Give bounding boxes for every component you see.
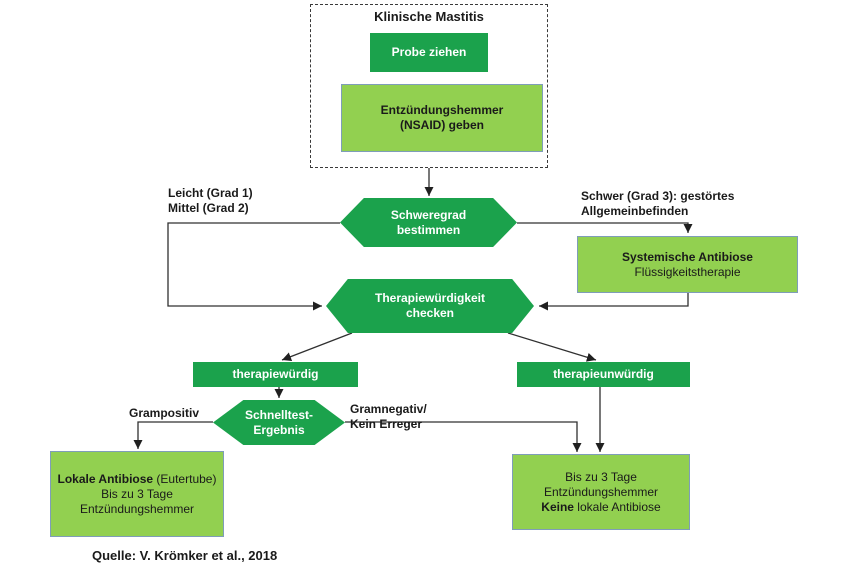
node-label-line2: Bis zu 3 Tage: [101, 486, 173, 501]
branch-label-line2: Kein Erreger: [350, 417, 423, 431]
decision-therapiewuerdigkeit: Therapiewürdigkeit checken: [326, 279, 534, 333]
diagram-title: Klinische Mastitis: [374, 9, 484, 24]
node-label-line1: Systemische Antibiose: [622, 249, 753, 264]
branch-label-line2: Allgemeinbefinden: [581, 204, 689, 218]
node-label-line2: (NSAID) geben: [400, 118, 484, 132]
branch-label-severe: Schwer (Grad 3): gestörtes Allgemeinbefi…: [581, 189, 734, 219]
decision-label-line2: Ergebnis: [253, 422, 305, 437]
arrow-systemisch-to-therapiewuerdigkeit: [539, 293, 689, 311]
arrow-grampositiv-to-lokal: [133, 421, 213, 449]
node-label-line3: Entzündungshemmer: [79, 501, 195, 516]
decision-label-line1: Schweregrad: [390, 207, 467, 222]
node-systemische-antibiose: Systemische Antibiose Flüssigkeitstherap…: [577, 236, 798, 293]
node-label-line2: Flüssigkeitstherapie: [634, 264, 741, 279]
branch-label-line1: Leicht (Grad 1): [168, 186, 253, 200]
decision-label-line1: Schnelltest-: [244, 407, 313, 422]
decision-schweregrad: Schweregrad bestimmen: [340, 198, 517, 247]
node-label-rest: lokale Antibiose: [573, 499, 661, 514]
node-label-bold: Lokale Antibiose: [57, 471, 154, 486]
node-label: therapieunwürdig: [553, 367, 654, 381]
node-nsaid: Entzündungshemmer (NSAID) geben: [341, 84, 543, 152]
decision-label-line1: Therapiewürdigkeit: [374, 291, 486, 305]
node-label-line3: Keine lokale Antibiose: [541, 500, 660, 515]
arrow-to-therapieunwuerdig: [507, 332, 597, 362]
branch-label-gramnegativ: Gramnegativ/ Kein Erreger: [350, 402, 427, 432]
node-lokale-antibiose: Lokale Antibiose (Eutertube) Bis zu 3 Ta…: [50, 451, 224, 537]
branch-label-line2: Mittel (Grad 2): [168, 201, 249, 215]
node-label-rest: (Eutertube): [153, 471, 217, 486]
arrow-mild-to-therapiewuerdigkeit: [167, 222, 340, 311]
node-label: Probe ziehen: [391, 45, 467, 59]
arrow-to-therapiewuerdig: [281, 332, 353, 361]
node-keine-lokale-antibiose: Bis zu 3 Tage Entzündungshemmer Keine lo…: [512, 454, 690, 530]
decision-label-line2: checken: [405, 306, 455, 320]
branch-label-line1: Schwer (Grad 3): gestörtes: [581, 189, 735, 203]
node-label-line2: Entzündungshemmer: [543, 484, 659, 499]
branch-label-grampositiv: Grampositiv: [129, 406, 200, 420]
node-label: therapiewürdig: [232, 367, 319, 381]
decision-label-line2: bestimmen: [396, 222, 461, 237]
node-label-line1: Lokale Antibiose (Eutertube): [58, 472, 217, 487]
node-probe-ziehen: Probe ziehen: [370, 33, 488, 72]
source-citation: Quelle: V. Krömker et al., 2018: [92, 548, 278, 563]
branch-label-mild: Leicht (Grad 1) Mittel (Grad 2): [168, 186, 253, 216]
start-group-box: [310, 4, 548, 168]
branch-label-line1: Gramnegativ/: [350, 402, 427, 416]
node-label-line1: Bis zu 3 Tage: [565, 469, 637, 484]
node-label-bold: Keine: [541, 499, 574, 514]
node-label-line1: Entzündungshemmer: [380, 103, 504, 117]
arrow-severe-to-systemisch: [517, 222, 693, 233]
node-therapiewuerdig: therapiewürdig: [193, 362, 358, 387]
decision-schnelltest: Schnelltest- Ergebnis: [213, 400, 345, 445]
node-therapieunwuerdig: therapieunwürdig: [517, 362, 690, 387]
